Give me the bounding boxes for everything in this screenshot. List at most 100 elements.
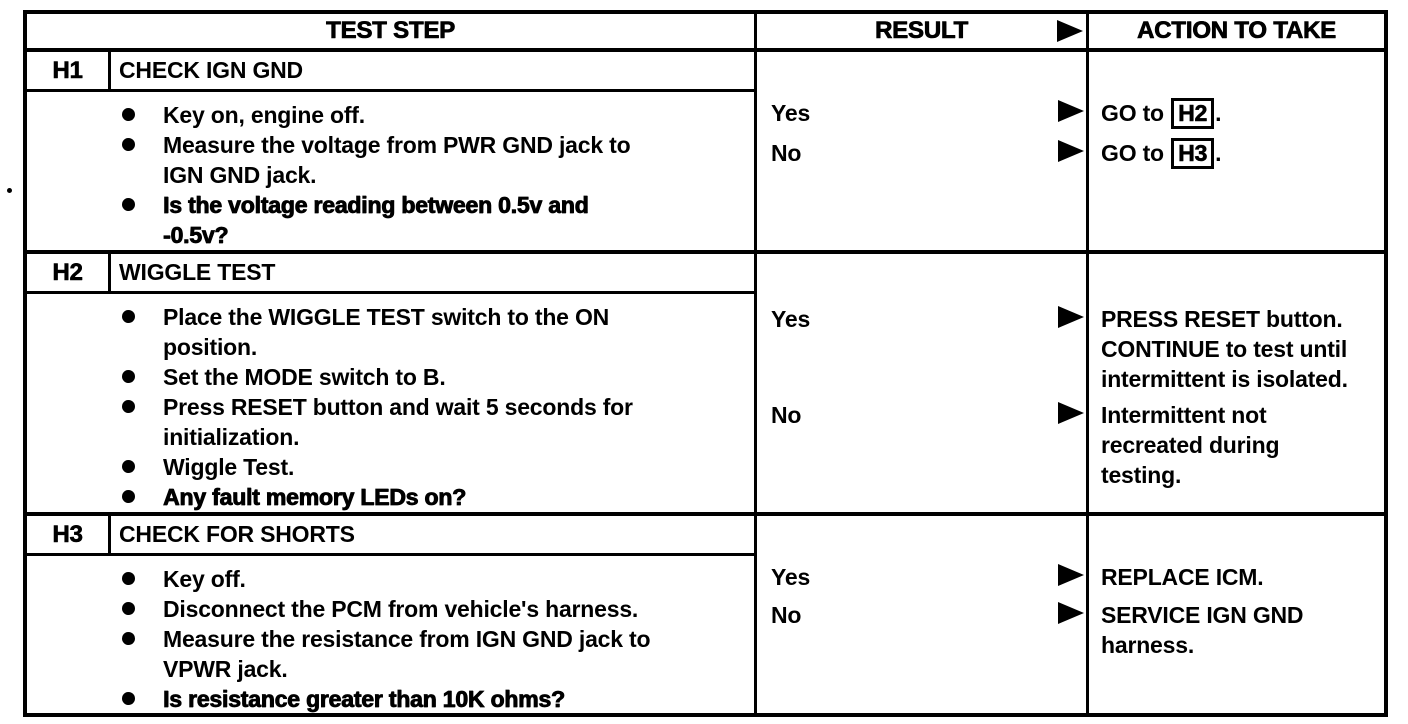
table-header-row: TEST STEP RESULT ACTION TO TAKE	[27, 14, 1384, 52]
h2-result-yes: Yes	[757, 304, 1086, 400]
bullet-icon	[122, 684, 163, 714]
list-item: Set the MODE switch to B.	[27, 362, 754, 392]
h1-title-row: H1 CHECK IGN GND	[27, 52, 754, 92]
list-item: Is the voltage reading between 0.5v and …	[27, 190, 754, 250]
header-action-label: ACTION TO TAKE	[1137, 17, 1337, 45]
h3-action-yes: REPLACE ICM.	[1101, 562, 1380, 600]
header-result: RESULT	[757, 14, 1089, 48]
bullet-icon	[122, 190, 163, 250]
h2-action-yes: PRESS RESET button. CONTINUE to test unt…	[1101, 304, 1380, 400]
pinpoint-test-table: TEST STEP RESULT ACTION TO TAKE H1 CHECK…	[23, 10, 1388, 717]
list-item: Place the WIGGLE TEST switch to the ON p…	[27, 302, 754, 362]
bullet-icon	[122, 482, 163, 512]
h2-steps-list: Place the WIGGLE TEST switch to the ON p…	[27, 302, 754, 512]
step-text: Key off.	[163, 566, 246, 592]
h2-title-row: H2 WIGGLE TEST	[27, 254, 754, 294]
bullet-icon	[122, 362, 163, 392]
h3-result-no: No	[757, 600, 1086, 630]
bullet-icon	[122, 392, 163, 452]
step-question-text: Is resistance greater than 10K ohms?	[163, 686, 566, 713]
bullet-icon	[122, 130, 163, 190]
h1-result-yes: Yes	[757, 98, 1086, 138]
list-item: Key on, engine off.	[27, 100, 754, 130]
list-item: Measure the resistance from IGN GND jack…	[27, 624, 754, 684]
step-text: Place the WIGGLE TEST switch to the ON p…	[163, 304, 610, 360]
h3-steps-list: Key off. Disconnect the PCM from vehicle…	[27, 564, 754, 714]
result-label: No	[771, 402, 802, 428]
h2-step-id: H2	[27, 254, 111, 291]
result-label: No	[771, 140, 802, 166]
step-question-text: Is the voltage reading between 0.5v and …	[163, 192, 589, 249]
h3-result-cell: Yes No	[757, 516, 1089, 714]
h1-action-cell: GO to H2. GO to H3.	[1089, 52, 1384, 250]
bullet-icon	[122, 624, 163, 684]
step-text: Measure the voltage from PWR GND jack to…	[163, 132, 631, 188]
result-label: Yes	[771, 564, 811, 590]
h3-step-title: CHECK FOR SHORTS	[119, 521, 355, 547]
h3-step-id: H3	[27, 516, 111, 553]
step-text: Measure the resistance from IGN GND jack…	[163, 626, 651, 682]
bullet-icon	[122, 564, 163, 594]
list-item: Key off.	[27, 564, 754, 594]
step-reference-h2: H2	[1171, 98, 1215, 129]
h2-test-step-cell: H2 WIGGLE TEST Place the WIGGLE TEST swi…	[27, 254, 757, 512]
header-test-step-label: TEST STEP	[326, 17, 456, 45]
h1-step-title: CHECK IGN GND	[119, 57, 303, 83]
bullet-icon	[122, 100, 163, 130]
h1-test-step-cell: H1 CHECK IGN GND Key on, engine off. Mea…	[27, 52, 757, 250]
h1-result-cell: Yes No	[757, 52, 1089, 250]
h2-result-cell: Yes No	[757, 254, 1089, 512]
h2-action-cell: PRESS RESET button. CONTINUE to test unt…	[1089, 254, 1384, 512]
h3-test-step-cell: H3 CHECK FOR SHORTS Key off. Disconnect …	[27, 516, 757, 714]
h2-result-no: No	[757, 400, 1086, 430]
result-arrow-icon	[1058, 140, 1084, 162]
header-result-label: RESULT	[874, 17, 969, 45]
result-arrow-icon	[1057, 20, 1083, 42]
action-text: REPLACE ICM.	[1101, 564, 1264, 590]
list-item: Any fault memory LEDs on?	[27, 482, 754, 512]
result-arrow-icon	[1058, 402, 1084, 424]
header-test-step: TEST STEP	[27, 14, 757, 48]
bullet-icon	[122, 594, 163, 624]
h1-result-no: No	[757, 138, 1086, 178]
h1-action-no: GO to H3.	[1101, 138, 1380, 178]
h1-step-id: H1	[27, 52, 111, 89]
step-question-text: Any fault memory LEDs on?	[163, 484, 467, 511]
result-arrow-icon	[1058, 100, 1084, 122]
step-reference-h3: H3	[1171, 138, 1215, 169]
result-arrow-icon	[1058, 306, 1084, 328]
test-row-h3: H3 CHECK FOR SHORTS Key off. Disconnect …	[27, 516, 1384, 714]
result-label: No	[771, 602, 802, 628]
h3-result-yes: Yes	[757, 562, 1086, 600]
h3-title-row: H3 CHECK FOR SHORTS	[27, 516, 754, 556]
step-text: Disconnect the PCM from vehicle's harnes…	[163, 596, 639, 622]
list-item: Disconnect the PCM from vehicle's harnes…	[27, 594, 754, 624]
step-text: Press RESET button and wait 5 seconds fo…	[163, 394, 633, 450]
h2-step-title: WIGGLE TEST	[119, 259, 276, 285]
result-arrow-icon	[1058, 602, 1084, 624]
test-row-h1: H1 CHECK IGN GND Key on, engine off. Mea…	[27, 52, 1384, 254]
test-row-h2: H2 WIGGLE TEST Place the WIGGLE TEST swi…	[27, 254, 1384, 516]
action-text: GO to	[1101, 140, 1171, 166]
action-text: GO to	[1101, 100, 1171, 126]
action-text: Intermittent not recreated during testin…	[1101, 402, 1280, 488]
h2-action-no: Intermittent not recreated during testin…	[1101, 400, 1380, 490]
header-action-to-take: ACTION TO TAKE	[1089, 14, 1384, 48]
h3-action-no: SERVICE IGN GND harness.	[1101, 600, 1380, 660]
h3-action-cell: REPLACE ICM. SERVICE IGN GND harness.	[1089, 516, 1384, 714]
action-text: PRESS RESET button. CONTINUE to test unt…	[1101, 306, 1348, 392]
action-text: .	[1215, 100, 1222, 126]
step-text: Wiggle Test.	[163, 454, 295, 480]
h1-action-yes: GO to H2.	[1101, 98, 1380, 138]
step-text: Key on, engine off.	[163, 102, 365, 128]
action-text: .	[1215, 140, 1222, 166]
result-label: Yes	[771, 100, 811, 126]
list-item: Measure the voltage from PWR GND jack to…	[27, 130, 754, 190]
step-text: Set the MODE switch to B.	[163, 364, 446, 390]
result-label: Yes	[771, 306, 811, 332]
list-item: Is resistance greater than 10K ohms?	[27, 684, 754, 714]
bullet-icon	[122, 302, 163, 362]
action-text: SERVICE IGN GND harness.	[1101, 602, 1304, 658]
h1-steps-list: Key on, engine off. Measure the voltage …	[27, 100, 754, 250]
scan-speck	[7, 188, 12, 193]
